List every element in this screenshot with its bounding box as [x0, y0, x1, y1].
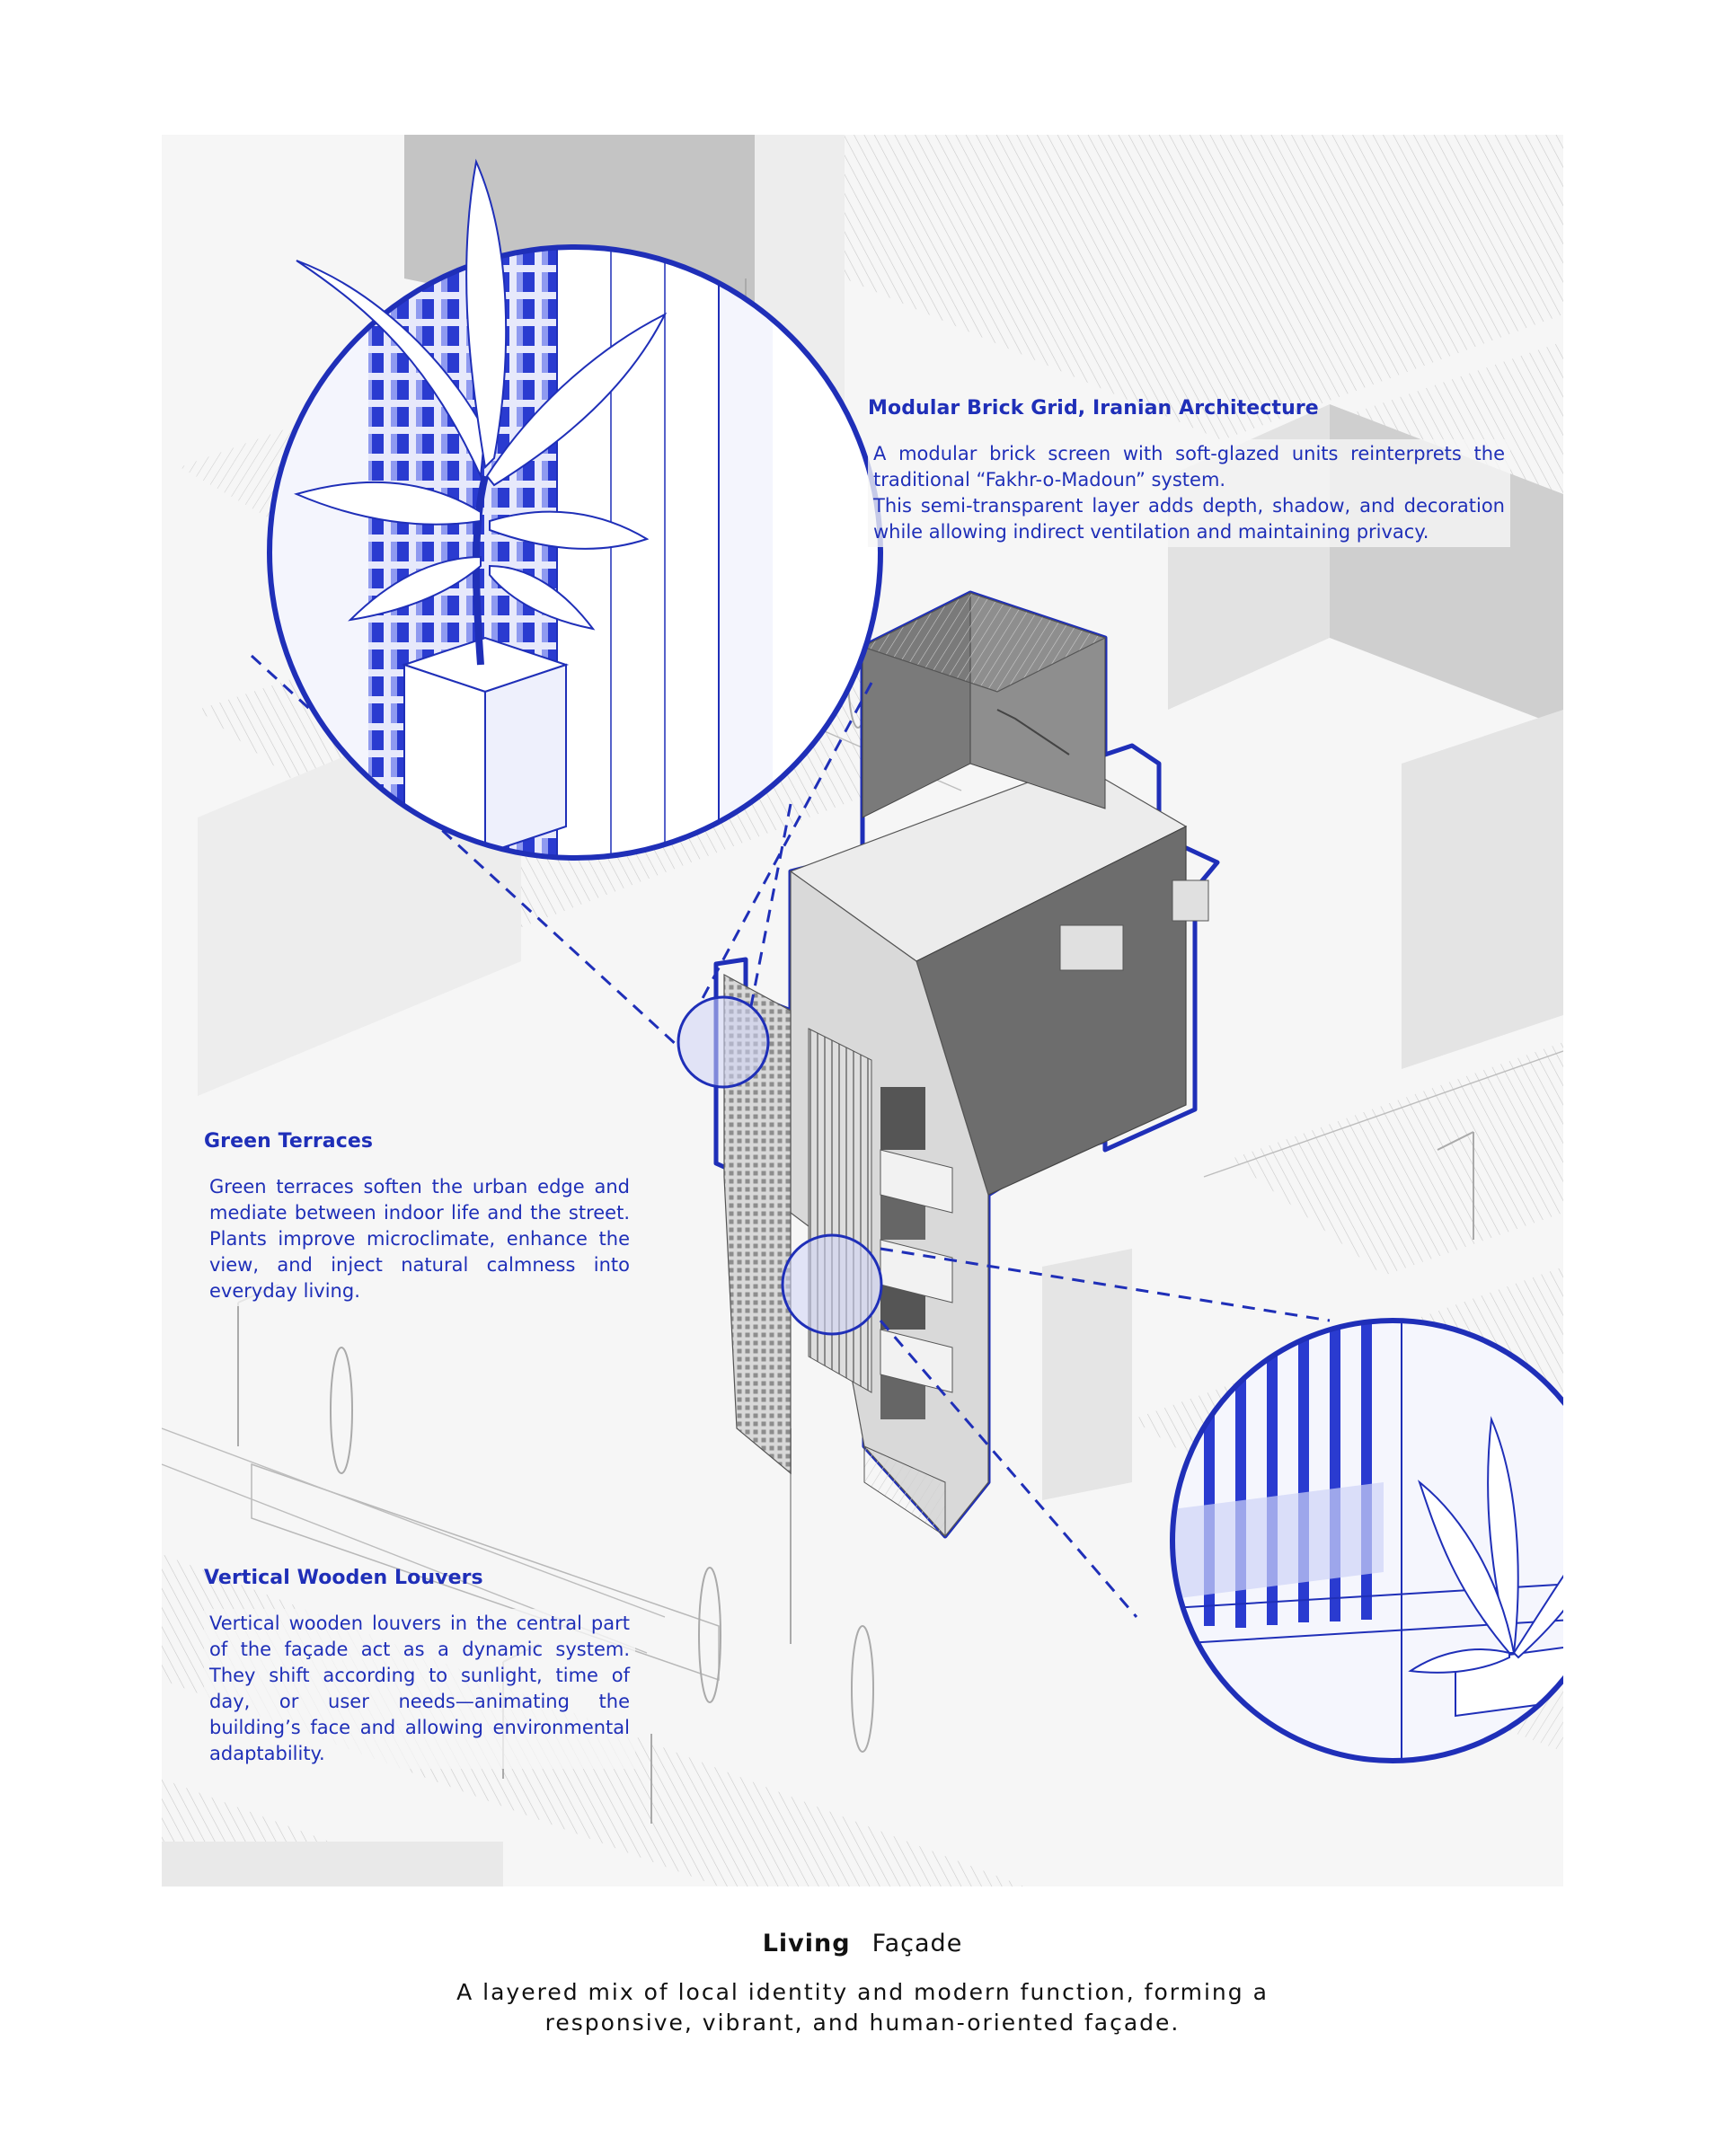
annotation-body: A modular brick screen with soft-glazed … — [868, 439, 1510, 547]
annotation-green-terraces: Green Terraces Green terraces soften the… — [204, 1130, 635, 1306]
brick-detail-marker — [677, 995, 770, 1089]
axonometric-diagram: Modular Brick Grid, Iranian Architecture… — [162, 135, 1563, 1886]
annotation-title: Green Terraces — [204, 1130, 374, 1153]
annotation-wooden-louvers: Vertical Wooden Louvers Vertical wooden … — [204, 1567, 635, 1769]
plant-illustration — [294, 158, 668, 631]
annotation-body: Green terraces soften the urban edge and… — [204, 1172, 635, 1306]
louver-detail-marker — [781, 1233, 883, 1336]
caption-title-rest: Façade — [871, 1930, 963, 1957]
caption-title-bold: Living — [762, 1930, 851, 1957]
annotation-title: Modular Brick Grid, Iranian Architecture — [868, 397, 1319, 420]
brick-detail-circle — [267, 244, 883, 861]
annotation-title: Vertical Wooden Louvers — [204, 1567, 483, 1589]
caption-title: Living Façade — [0, 1930, 1725, 1957]
annotation-body: Vertical wooden louvers in the central p… — [204, 1609, 635, 1769]
annotation-brick-grid: Modular Brick Grid, Iranian Architecture… — [868, 397, 1510, 547]
caption-subtitle: A layered mix of local identity and mode… — [456, 1979, 1269, 2036]
caption: Living Façade A layered mix of local iden… — [0, 1930, 1725, 2038]
louver-detail-circle — [1170, 1318, 1563, 1763]
